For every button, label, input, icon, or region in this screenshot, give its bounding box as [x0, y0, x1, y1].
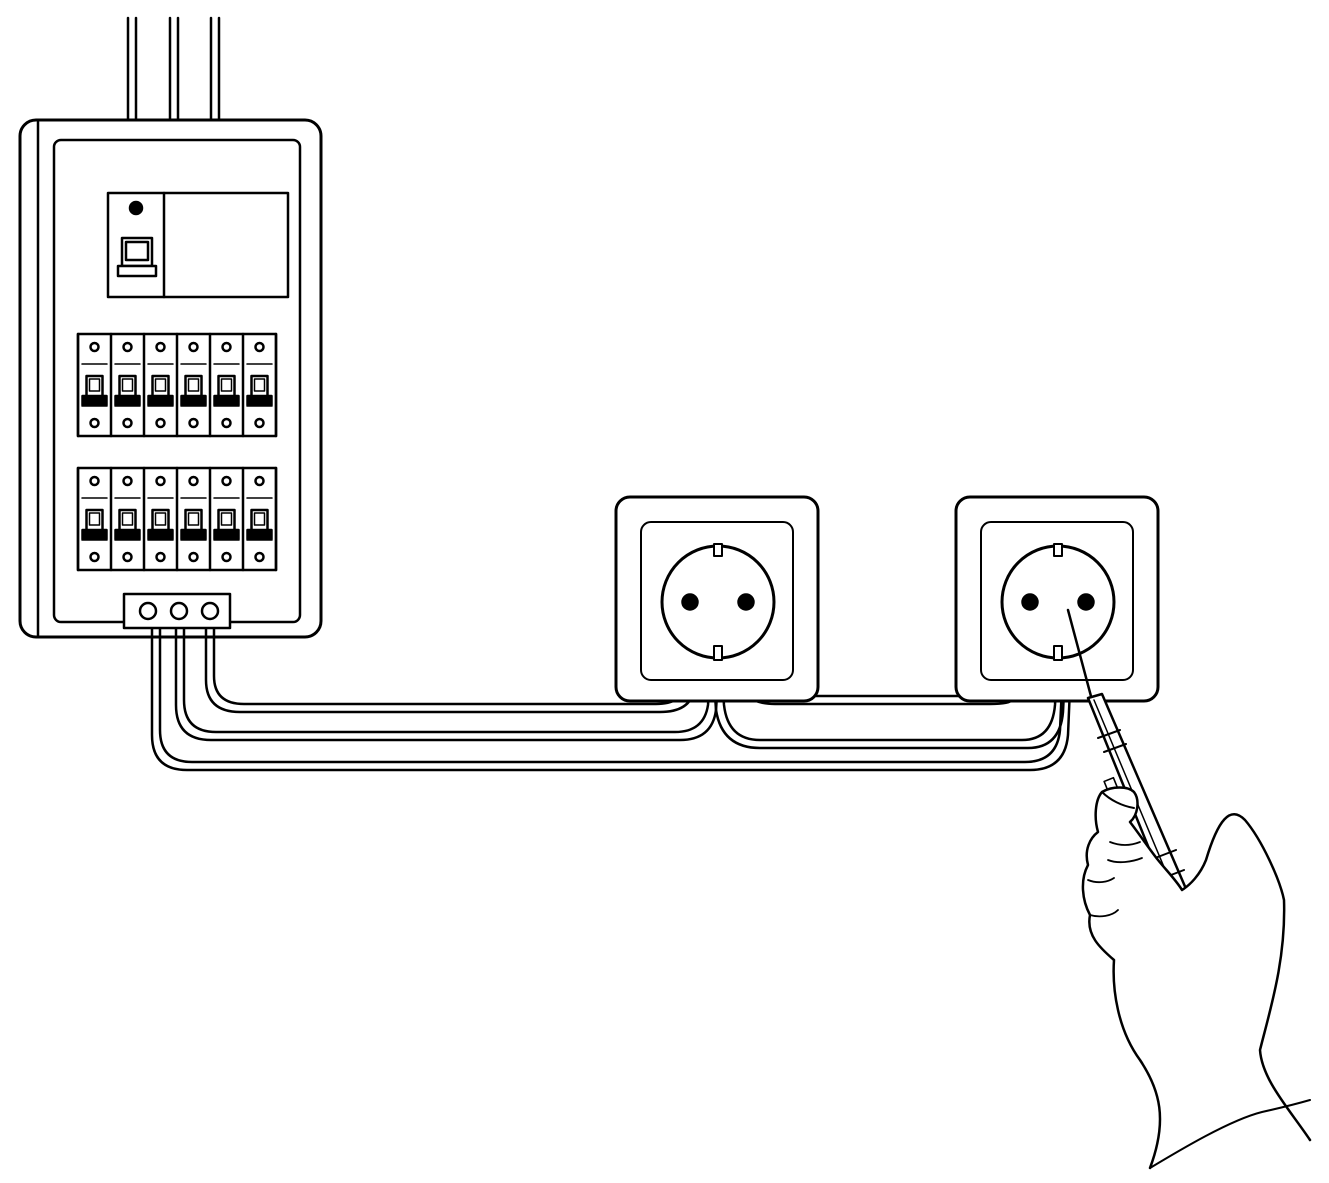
breaker-toggle-icon	[147, 508, 174, 541]
terminal-screw-icon	[155, 341, 166, 353]
terminal-screw-icon	[221, 417, 232, 429]
circuit-breaker[interactable]	[109, 332, 141, 438]
circuit-breaker[interactable]	[109, 466, 141, 572]
breaker-toggle-icon	[246, 374, 273, 407]
terminal-screw-icon	[122, 341, 133, 353]
wire-3	[204, 626, 1014, 714]
circuit-breaker[interactable]	[241, 466, 273, 572]
terminal-screw-icon	[122, 551, 133, 563]
terminal-screw-icon	[221, 341, 232, 353]
terminal-screw-icon	[89, 551, 100, 563]
indicator-lamp-icon	[128, 200, 144, 216]
circuit-breaker[interactable]	[208, 466, 240, 572]
socket-pin-hole-icon	[681, 593, 699, 611]
hand-icon	[1081, 786, 1312, 1170]
terminal-screw-icon	[155, 417, 166, 429]
breaker-toggle-icon	[246, 508, 273, 541]
terminal-screw-icon	[188, 417, 199, 429]
breaker-toggle-icon	[213, 508, 240, 541]
terminal-screw-icon	[155, 551, 166, 563]
terminal-screw-icon	[122, 475, 133, 487]
main-switch[interactable]	[106, 191, 290, 299]
supply-cables	[126, 16, 221, 124]
terminal-screw-icon	[89, 475, 100, 487]
circuit-breaker[interactable]	[76, 332, 108, 438]
terminal-screw-icon	[155, 475, 166, 487]
socket-under-test	[954, 495, 1160, 703]
circuit-breaker[interactable]	[175, 466, 207, 572]
terminal-screw-icon	[188, 341, 199, 353]
breaker-toggle-icon	[81, 374, 108, 407]
terminal-screw-icon	[254, 475, 265, 487]
circuit-breaker[interactable]	[142, 332, 174, 438]
circuit-breaker[interactable]	[76, 466, 108, 572]
terminal-screw-icon	[89, 417, 100, 429]
breaker-toggle-icon	[213, 374, 240, 407]
breaker-toggle-icon	[180, 374, 207, 407]
wires	[150, 626, 1074, 772]
breaker-toggle-icon	[81, 508, 108, 541]
terminal-screw-icon	[254, 551, 265, 563]
breaker-toggle-icon	[114, 374, 141, 407]
terminal-screw-icon	[188, 551, 199, 563]
distribution-board	[18, 118, 323, 639]
breaker-toggle-icon	[180, 508, 207, 541]
terminal-icon	[200, 601, 220, 621]
terminal-block	[122, 592, 232, 630]
terminal-screw-icon	[122, 417, 133, 429]
terminal-screw-icon	[254, 341, 265, 353]
socket-pin-hole-icon	[1021, 593, 1039, 611]
terminal-icon	[169, 601, 189, 621]
circuit-breaker[interactable]	[241, 332, 273, 438]
circuit-breaker[interactable]	[175, 332, 207, 438]
breaker-toggle-icon	[147, 374, 174, 407]
socket	[614, 495, 820, 703]
schuko-socket-icon	[1000, 543, 1116, 661]
terminal-screw-icon	[221, 551, 232, 563]
breaker-toggle-icon	[114, 508, 141, 541]
wire-1	[150, 626, 1074, 772]
wire-2	[174, 626, 1068, 750]
circuit-breaker[interactable]	[142, 466, 174, 572]
terminal-screw-icon	[221, 475, 232, 487]
terminal-screw-icon	[188, 475, 199, 487]
circuit-breaker[interactable]	[208, 332, 240, 438]
schuko-socket-icon	[660, 543, 776, 661]
terminal-screw-icon	[89, 341, 100, 353]
terminal-icon	[138, 601, 158, 621]
terminal-screw-icon	[254, 417, 265, 429]
socket-pin-hole-icon	[737, 593, 755, 611]
socket-pin-hole-icon	[1077, 593, 1095, 611]
